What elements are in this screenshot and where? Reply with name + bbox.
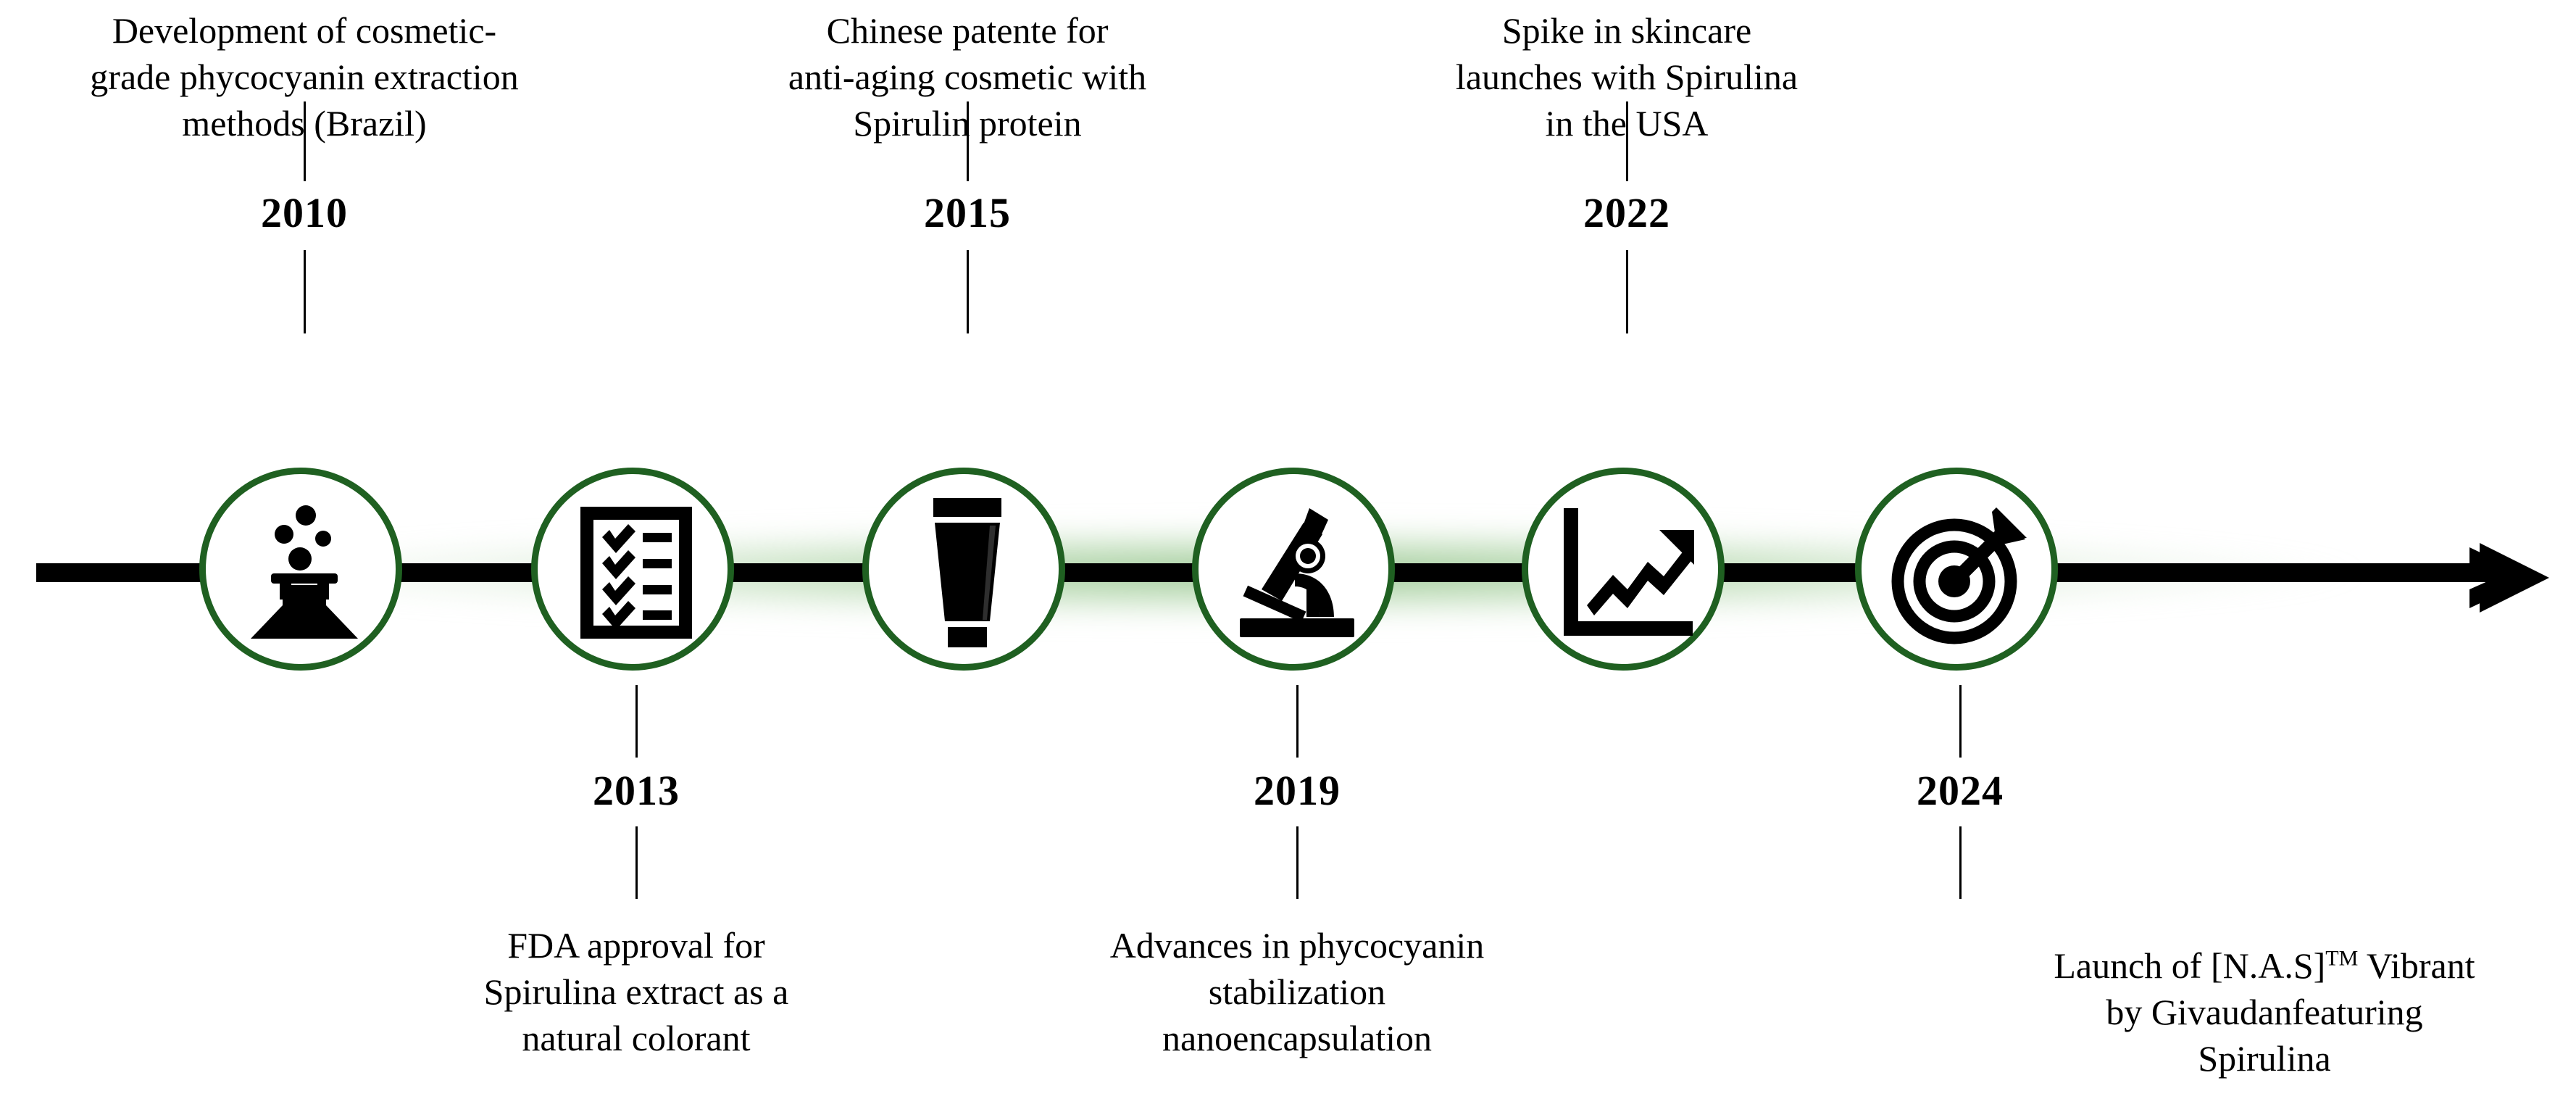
stem-2015-lower <box>967 250 969 333</box>
stem-2010-upper <box>304 101 306 181</box>
caption-line: Spike in skincare <box>1501 10 1752 51</box>
year-label-2015: 2015 <box>924 189 1011 236</box>
growth-chart-icon <box>1518 464 1735 681</box>
caption-line: natural colorant <box>522 1018 751 1058</box>
caption-line: by Givaudanfeaturing <box>2106 992 2423 1032</box>
caption-2013: FDA approval for Spirulina extract as a … <box>375 922 897 1061</box>
stem-2024-lower <box>1959 826 1962 899</box>
year-label-2013: 2013 <box>593 767 680 814</box>
target-arrow-icon <box>1851 464 2069 681</box>
caption-line-part: Launch of [N.A.S] <box>2054 945 2326 986</box>
caption-2024: Launch of [N.A.S]TM Vibrant by Givaudanf… <box>1967 942 2562 1082</box>
caption-line: Spirulina <box>2198 1038 2331 1079</box>
caption-line: stabilization <box>1208 971 1386 1012</box>
caption-2015: Chinese patente for anti-aging cosmetic … <box>706 7 1228 146</box>
timeline-node-2010[interactable] <box>196 464 413 681</box>
timeline-node-2013[interactable] <box>528 464 745 681</box>
timeline-node-2019[interactable] <box>1188 464 1406 681</box>
stem-2019-upper <box>1296 685 1299 758</box>
stem-2024-upper <box>1959 685 1962 758</box>
timeline-node-2024[interactable] <box>1851 464 2069 681</box>
caption-2019: Advances in phycocyanin stabilization na… <box>1036 922 1558 1061</box>
caption-line-with-trademark: Launch of [N.A.S]TM Vibrant <box>1967 942 2562 989</box>
timeline-node-2015[interactable] <box>859 464 1076 681</box>
caption-line: nanoencapsulation <box>1162 1018 1433 1058</box>
caption-line-part: Vibrant <box>2358 945 2475 986</box>
stem-2013-lower <box>635 826 638 899</box>
flask-icon <box>196 464 413 681</box>
caption-line: FDA approval for <box>507 925 765 966</box>
year-label-2019: 2019 <box>1254 767 1341 814</box>
trademark-mark: TM <box>2325 946 2359 971</box>
stem-2022-lower <box>1626 250 1628 333</box>
caption-line: Development of cosmetic- <box>112 10 497 51</box>
stem-2022-upper <box>1626 101 1628 181</box>
stem-2013-upper <box>635 685 638 758</box>
caption-line: Chinese patente for <box>826 10 1109 51</box>
caption-line: launches with Spirulina <box>1455 57 1798 97</box>
node-circle <box>1522 468 1725 671</box>
caption-2022: Spike in skincare launches with Spirulin… <box>1366 7 1888 146</box>
caption-line: Advances in phycocyanin <box>1109 925 1485 966</box>
year-label-2024: 2024 <box>1917 767 2004 814</box>
year-label-2022: 2022 <box>1583 189 1670 236</box>
caption-line: grade phycocyanin extraction <box>90 57 519 97</box>
year-label-2010: 2010 <box>261 189 348 236</box>
caption-line: methods (Brazil) <box>182 103 427 144</box>
caption-2010: Development of cosmetic- grade phycocyan… <box>43 7 565 146</box>
microscope-icon <box>1188 464 1406 681</box>
cosmetic-tube-icon <box>859 464 1076 681</box>
caption-line: anti-aging cosmetic with <box>788 57 1147 97</box>
stem-2010-lower <box>304 250 306 333</box>
stem-2015-upper <box>967 101 969 181</box>
stem-2019-lower <box>1296 826 1299 899</box>
caption-line: Spirulin protein <box>853 103 1082 144</box>
caption-line: Spirulina extract as a <box>483 971 789 1012</box>
caption-line: in the USA <box>1545 103 1709 144</box>
timeline-node-2022[interactable] <box>1518 464 1735 681</box>
checklist-icon <box>528 464 745 681</box>
